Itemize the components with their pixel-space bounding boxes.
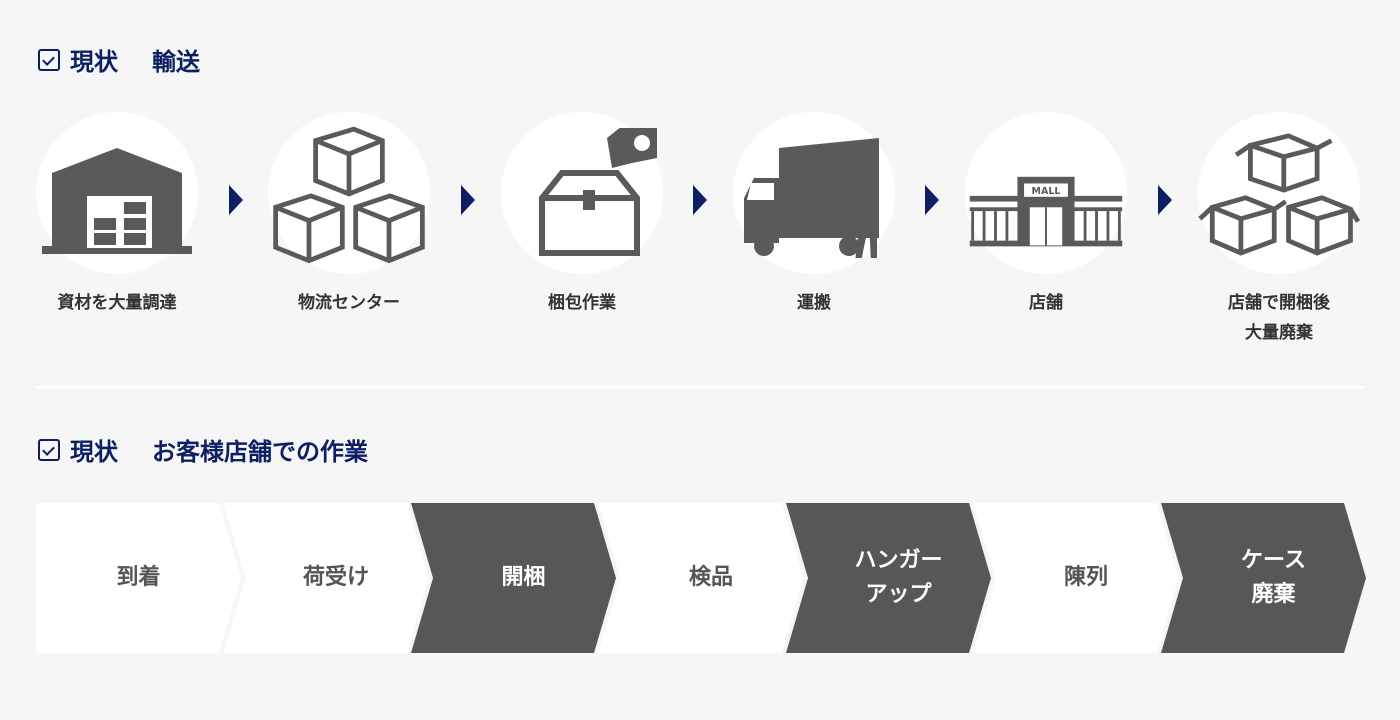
flow-step-label-line1: 荷受け [302, 565, 369, 590]
flow-step-label: ハンガーアップ [854, 544, 942, 612]
step-label: 資材を大量調達 [57, 293, 177, 313]
flow-step: ケース廃棄 [1161, 503, 1366, 653]
flow-step: 陳列 [974, 503, 1179, 653]
flow-step-label-line1: ハンガー [854, 548, 943, 573]
checkbox-icon [38, 438, 60, 461]
transport-step-3: 梱包作業 [482, 112, 682, 318]
flow-step: 検品 [599, 503, 804, 653]
section-heading-store-work: 現状 お客様店舗での作業 [38, 432, 368, 467]
heading-topic: 輸送 [152, 48, 200, 76]
flow-step-label: 開梱 [501, 561, 545, 595]
step-label: 物流センター [298, 293, 400, 313]
step-label-line1: 店舗で開梱後 [1228, 293, 1330, 313]
flow-step-label: ケース廃棄 [1241, 544, 1306, 612]
mall-icon: MALL [969, 176, 1123, 247]
arrow-right-icon [1158, 185, 1172, 215]
flow-step-label-line1: 陳列 [1063, 565, 1108, 590]
flow-step: 到着 [36, 503, 241, 653]
step-label: 店舗 [1029, 293, 1063, 313]
step-label-line2: 大量廃棄 [1245, 323, 1313, 343]
boxes-icon [273, 126, 425, 264]
flow-step: ハンガーアップ [786, 503, 991, 653]
heading-status: 現状 [70, 48, 118, 76]
flow-step-label: 荷受け [303, 561, 369, 595]
truck-icon [744, 138, 879, 258]
flow-step-label: 到着 [116, 561, 160, 595]
section-heading-transport: 現状 輸送 [38, 42, 200, 77]
package-tape-icon [539, 128, 657, 256]
arrow-right-icon [925, 185, 939, 215]
step-label: 梱包作業 [548, 293, 616, 313]
heading-topic: お客様店舗での作業 [152, 438, 368, 466]
arrow-right-icon [461, 185, 475, 215]
flow-step: 開梱 [411, 503, 616, 653]
flow-step: 荷受け [224, 503, 429, 653]
transport-step-6: 店舗で開梱後大量廃棄 [1179, 112, 1379, 348]
flow-step-label: 陳列 [1064, 561, 1108, 595]
flow-step-label-line2: 廃棄 [1251, 582, 1296, 607]
warehouse-icon [42, 148, 192, 254]
step-label: 運搬 [797, 293, 831, 313]
flow-step-label-line1: 検品 [688, 565, 733, 590]
checkbox-icon [38, 48, 60, 71]
flow-step-label-line1: 開梱 [501, 565, 546, 590]
flow-step-label-line2: アップ [865, 582, 932, 607]
flow-step-label-line1: ケース [1241, 548, 1306, 573]
transport-step-5: MALL 店舗 [946, 112, 1146, 318]
transport-step-2: 物流センター [249, 112, 449, 318]
mall-sign: MALL [1032, 186, 1061, 197]
arrow-right-icon [693, 185, 707, 215]
open-boxes-icon [1198, 133, 1360, 256]
section-divider [36, 386, 1364, 388]
heading-status: 現状 [70, 438, 118, 466]
step-label: 店舗で開梱後大量廃棄 [1179, 288, 1379, 348]
arrow-right-icon [229, 185, 243, 215]
transport-step-4: 運搬 [714, 112, 914, 318]
transport-step-1: 資材を大量調達 [17, 112, 217, 318]
flow-step-label-line1: 到着 [116, 565, 161, 590]
store-work-flow: 到着 荷受け 開梱 検品 ハンガーアップ 陳列 ケース廃棄 [36, 503, 1366, 653]
flow-step-label: 検品 [689, 561, 733, 595]
